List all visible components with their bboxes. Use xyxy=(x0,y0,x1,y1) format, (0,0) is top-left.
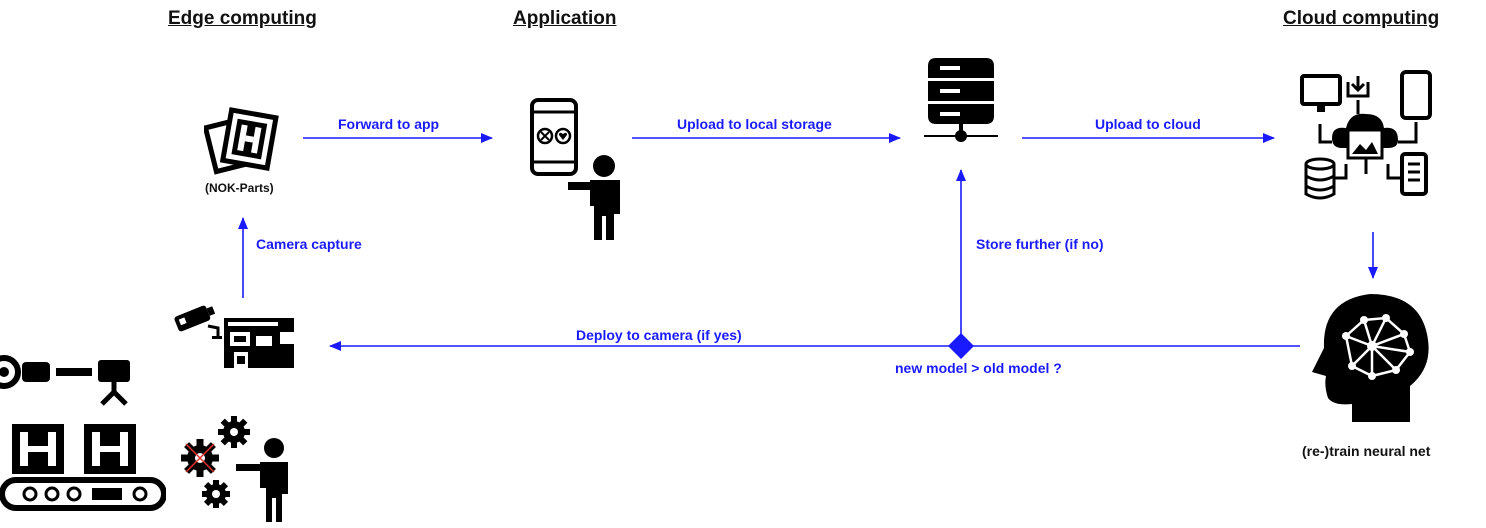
cloud-network-icon xyxy=(1300,70,1432,200)
heading-cloud-computing: Cloud computing xyxy=(1283,8,1440,29)
label-camera-capture: Camera capture xyxy=(256,236,362,252)
decision-diamond xyxy=(948,333,974,359)
camera-board-icon xyxy=(174,305,294,368)
brain-head-icon xyxy=(1312,294,1429,422)
phone-user-icon xyxy=(530,98,620,240)
gear-worker-icon xyxy=(181,416,288,522)
label-upload-local: Upload to local storage xyxy=(677,116,832,132)
label-forward-to-app: Forward to app xyxy=(338,116,440,132)
label-store-further: Store further (if no) xyxy=(976,236,1104,252)
heading-application: Application xyxy=(513,8,617,29)
caption-retrain: (re-)train neural net xyxy=(1302,443,1431,459)
label-upload-cloud: Upload to cloud xyxy=(1095,116,1201,132)
marker-cards-icon xyxy=(204,107,279,175)
label-decision: new model > old model ? xyxy=(895,360,1062,376)
assembly-line-icon xyxy=(0,355,166,511)
server-icon xyxy=(924,58,998,142)
caption-nok-parts: (NOK-Parts) xyxy=(205,181,274,195)
label-deploy: Deploy to camera (if yes) xyxy=(576,327,742,343)
heading-edge-computing: Edge computing xyxy=(168,8,317,29)
